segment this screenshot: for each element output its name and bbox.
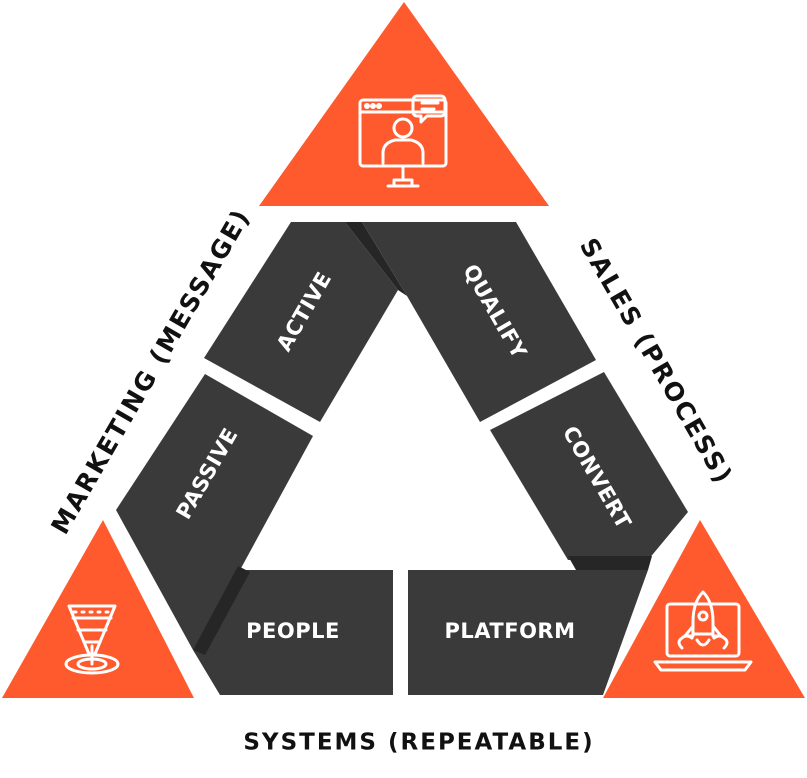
segment-people bbox=[193, 570, 393, 695]
segment-label-platform: PLATFORM bbox=[445, 619, 576, 643]
segment-passive bbox=[116, 374, 313, 650]
segment-convert bbox=[490, 372, 688, 560]
segment-platform bbox=[408, 570, 648, 695]
bottom-left-corner-triangle bbox=[2, 520, 194, 698]
video-presenter-monitor-icon bbox=[358, 94, 448, 188]
segment-label-people: PEOPLE bbox=[246, 619, 340, 643]
rocket-laptop-icon bbox=[653, 590, 753, 672]
bottom-right-corner-triangle bbox=[603, 520, 805, 698]
segment-convert-shadow bbox=[568, 556, 652, 570]
top-corner-triangle bbox=[259, 2, 549, 206]
segment-qualify bbox=[362, 222, 596, 422]
segment-active-shadow bbox=[345, 222, 407, 296]
sales-funnel-icon bbox=[64, 604, 120, 675]
segment-people-shadow bbox=[193, 566, 250, 655]
segment-active bbox=[204, 222, 398, 422]
side-label-systems: SYSTEMS (REPEATABLE) bbox=[243, 730, 594, 756]
